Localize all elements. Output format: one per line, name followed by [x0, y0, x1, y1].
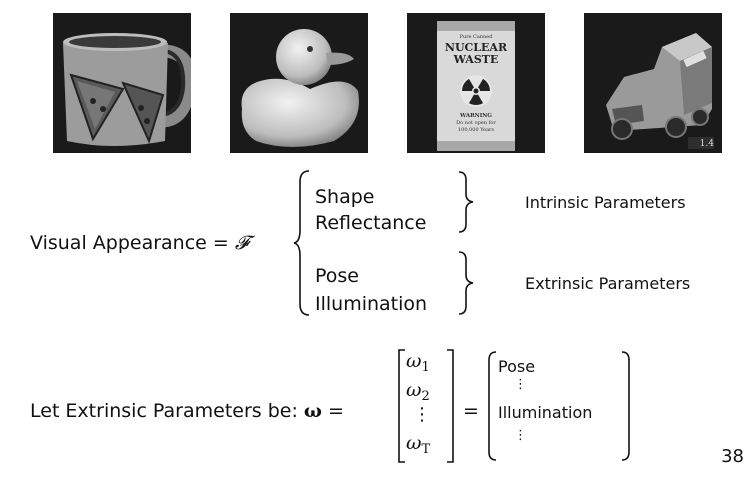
- mug-photo: [53, 13, 191, 153]
- nuclear-waste-can-photo: Pure Canned NUCLEAR WASTE WARNING Do not…: [407, 13, 545, 153]
- rhs-pose: Pose: [498, 357, 536, 376]
- can-line-2: NUCLEAR: [445, 41, 508, 54]
- photo-label: 1.4: [699, 139, 714, 149]
- lhs-text: Visual Appearance =: [30, 232, 235, 254]
- rhs-ellipsis-1: ⋮: [514, 377, 527, 392]
- extrinsic-parameters-label: Extrinsic Parameters: [525, 274, 691, 293]
- rhs-brackets: [488, 351, 630, 461]
- pose-text: Pose: [315, 265, 359, 287]
- can-line-6: 100,000 Years: [458, 127, 494, 133]
- vector-ellipsis: ⋮: [413, 404, 431, 425]
- can-line-1: Pure Canned: [460, 34, 494, 40]
- toy-truck-photo: 1.4: [584, 13, 722, 153]
- rhs-ellipsis-2: ⋮: [514, 428, 527, 443]
- definition-text: Let Extrinsic Parameters be:: [30, 400, 304, 422]
- page-number: 38: [721, 446, 744, 467]
- vector-brackets: [398, 349, 454, 463]
- right-brace-icon: [458, 171, 474, 233]
- equals-sign-2: =: [463, 400, 479, 422]
- rubber-duck-photo: [230, 13, 368, 153]
- rhs-illumination: Illumination: [498, 403, 593, 422]
- visual-appearance-lhs: Visual Appearance = 𝓕: [30, 232, 249, 254]
- right-brace-icon: [458, 251, 474, 315]
- illumination-text: Illumination: [315, 293, 428, 315]
- omega-bold-symbol: ω: [303, 400, 322, 422]
- radiation-trefoil-icon: [460, 75, 492, 107]
- can-line-3: WASTE: [453, 53, 499, 66]
- left-brace-icon: [293, 170, 310, 316]
- equals-sign: =: [328, 400, 344, 422]
- shape-text: Shape: [315, 186, 375, 208]
- intrinsic-parameters-label: Intrinsic Parameters: [525, 193, 686, 212]
- vector-entry-1: ω1: [406, 350, 430, 375]
- can-line-5: Do not open for: [456, 120, 496, 126]
- function-symbol: 𝓕: [234, 232, 249, 254]
- reflectance-text: Reflectance: [315, 212, 427, 234]
- definition-lhs: Let Extrinsic Parameters be: ω =: [30, 400, 344, 422]
- vector-entry-2: ω2: [406, 379, 430, 404]
- can-line-4: WARNING: [459, 113, 492, 119]
- vector-entry-t: ωT: [406, 432, 431, 457]
